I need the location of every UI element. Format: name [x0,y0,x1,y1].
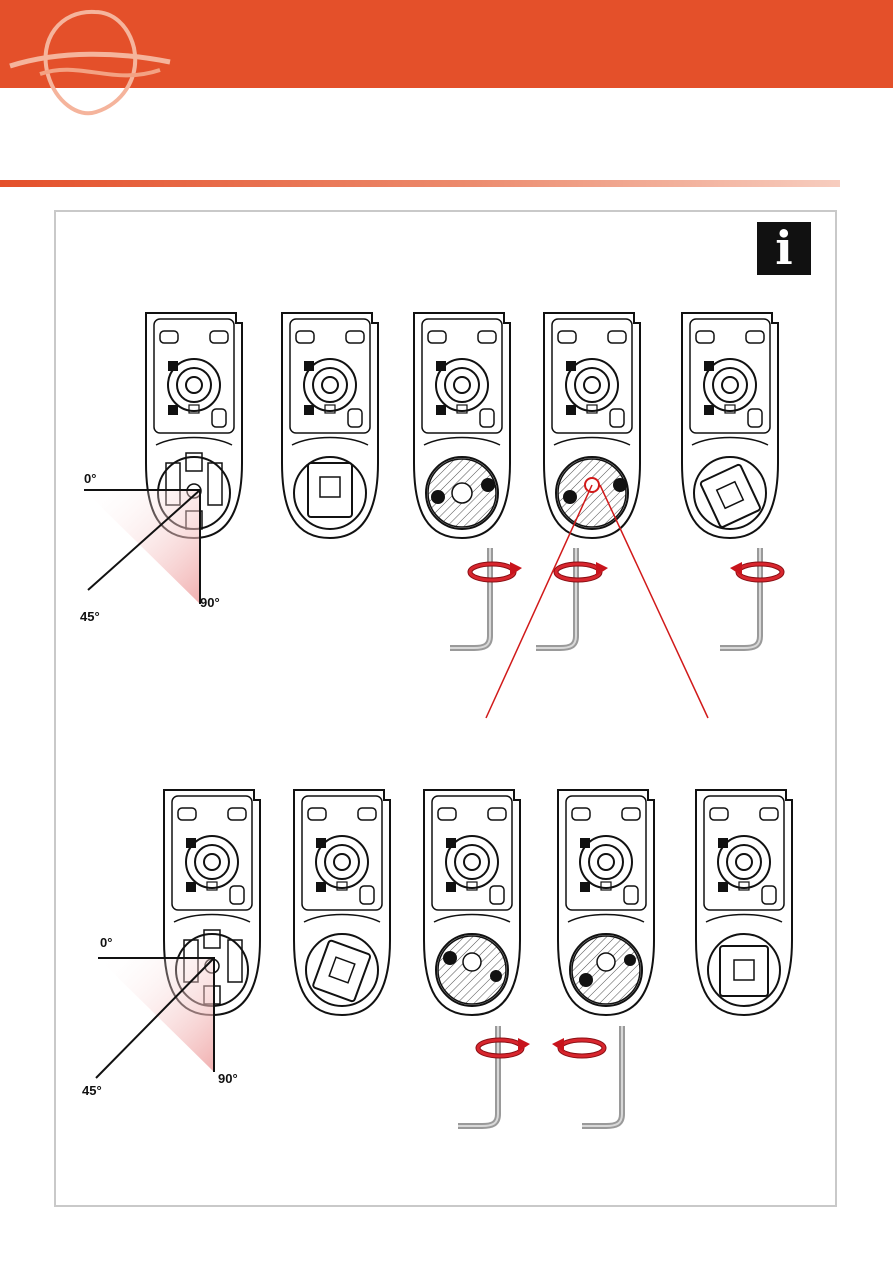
bottom-step-3 [424,790,520,1015]
top-rotate-arrow-3 [730,562,782,580]
top-step-5 [682,313,778,538]
top-angle-diagram [84,490,200,604]
bottom-step-5 [696,790,792,1015]
top-step-3 [414,313,510,538]
bottom-rotate-arrow-2 [552,1038,604,1056]
bottom-angle-45-label: 45° [82,1084,102,1098]
top-step-2 [282,313,378,538]
bottom-angle-0-label: 0° [100,936,112,950]
top-angle-45-label: 45° [80,610,100,624]
pointer-line-right [600,485,708,718]
bottom-step-4 [558,790,654,1015]
top-step-4 [544,313,640,538]
bottom-rotate-arrow-1 [478,1038,530,1056]
top-angle-90-label: 90° [200,596,220,610]
top-angle-0-label: 0° [84,472,96,486]
top-rotate-arrow-1 [470,562,522,580]
bottom-angle-90-label: 90° [218,1072,238,1086]
bottom-angle-diagram [96,958,214,1078]
top-rotate-arrow-2 [556,562,608,580]
bottom-step-2 [294,790,390,1015]
